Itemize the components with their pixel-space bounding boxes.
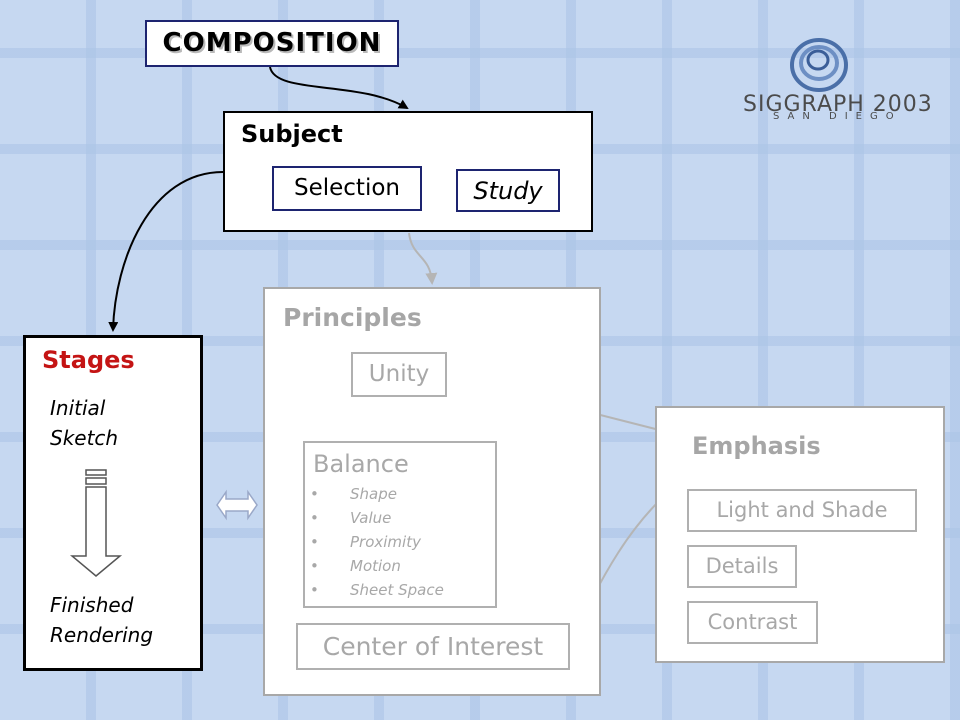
bullet-icon: • [310, 509, 319, 527]
logo-location: SAN DIEGO [773, 111, 902, 122]
bullet-icon: • [310, 533, 319, 551]
stage-finished-rendering: Finished Rendering [50, 590, 153, 650]
balance-box [303, 441, 497, 608]
center-of-interest-box: Center of Interest [296, 623, 570, 670]
arrow-subject-to-principles [408, 232, 438, 285]
logo-text: SIGGRAPH 2003 [743, 92, 933, 117]
arrow-subject-to-stages [108, 171, 224, 332]
selection-box: Selection [272, 166, 422, 211]
composition-title-box: COMPOSITION [145, 20, 399, 67]
stage-final-line2: Rendering [50, 623, 154, 647]
stage-initial-line1: Initial [50, 396, 106, 420]
stage-initial-line2: Sketch [50, 426, 119, 450]
emphasis-title: Emphasis [692, 432, 821, 460]
subject-title: Subject [241, 120, 343, 148]
bullet-icon: • [310, 557, 319, 575]
list-item: •Value [310, 506, 444, 530]
list-item: •Sheet Space [310, 578, 444, 602]
stages-box [23, 335, 203, 671]
emphasis-contrast: Contrast [687, 601, 818, 644]
bullet-icon: • [310, 485, 319, 503]
list-item: •Shape [310, 482, 444, 506]
stages-title: Stages [42, 346, 135, 374]
composition-title: COMPOSITION [162, 28, 382, 58]
stage-final-line1: Finished [50, 593, 134, 617]
principles-title: Principles [283, 303, 422, 332]
emphasis-details: Details [687, 545, 797, 588]
emphasis-light-and-shade: Light and Shade [687, 489, 917, 532]
double-arrow-icon [216, 489, 258, 521]
bullet-icon: • [310, 581, 319, 599]
stage-initial-sketch: Initial Sketch [50, 393, 118, 453]
balance-title: Balance [313, 450, 409, 478]
list-item: •Motion [310, 554, 444, 578]
study-box: Study [456, 169, 560, 212]
unity-box: Unity [351, 352, 447, 397]
swirl-logo-icon [790, 38, 848, 92]
balance-list: •Shape •Value •Proximity •Motion •Sheet … [310, 482, 444, 602]
down-arrow-icon [70, 469, 123, 577]
list-item: •Proximity [310, 530, 444, 554]
arrow-composition-to-subject [269, 66, 409, 110]
